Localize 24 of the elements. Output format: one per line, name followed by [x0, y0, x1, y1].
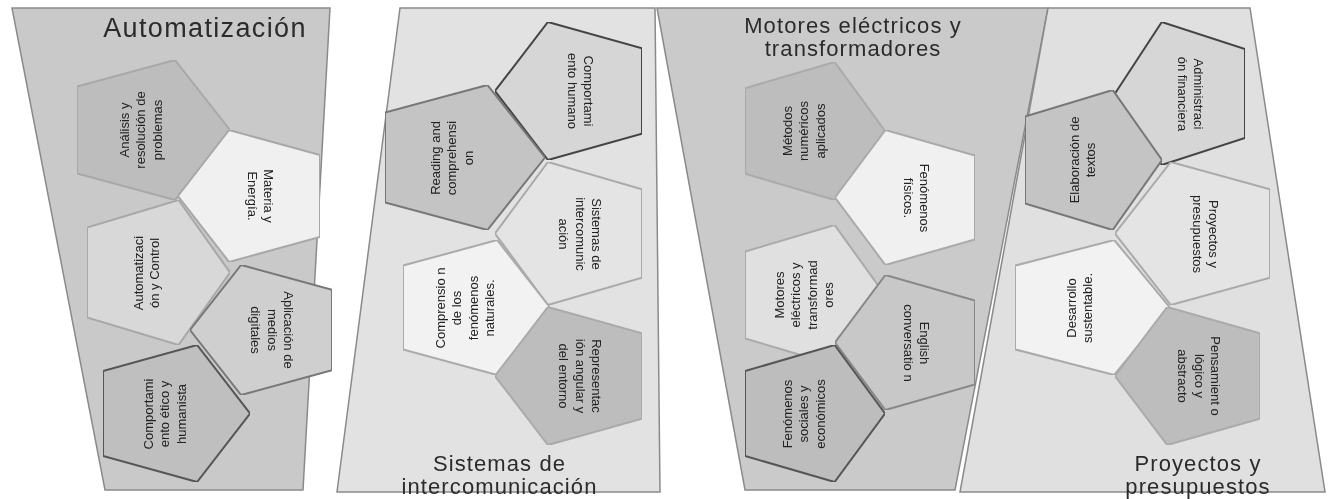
pentagon-label: Sistemas de intercomunic ación — [556, 195, 605, 273]
pentagon-label: Métodos numéricos aplicados — [779, 100, 829, 163]
pentagon-label: Fenómenos sociales y económicos — [779, 377, 828, 451]
pentagon-label: Aplicación de medios digitales — [248, 290, 297, 371]
pentagon-label: Fenómenos físicos. — [900, 162, 933, 234]
band-title: Sistemas de intercomunicación — [401, 450, 598, 499]
pentagon-label: Análisis y resolución de problemas — [116, 90, 166, 171]
band-title: Proyectos y presupuestos — [1125, 450, 1271, 499]
pentagon-label: Representac ión angular y del entorno — [556, 337, 605, 416]
pentagon-label: Elaboración de textos — [1066, 116, 1099, 204]
pentagon-label: Pensamient o lógico y abstracto — [1174, 335, 1224, 418]
pentagon-label: Comprensio n de los fenómenos naturales. — [432, 266, 497, 350]
pentagon-label: Desarrollo sustentable. — [1063, 271, 1097, 345]
pentagon-label: English conversatio n — [900, 302, 933, 384]
pentagon-label: Comportami ento humano — [564, 52, 597, 131]
band-title: Motores eléctricos y transformadores — [744, 13, 962, 62]
pentagon-label: Reading and comprehensi on — [427, 119, 477, 197]
pentagon-label: Administraci ón financiera — [1174, 55, 1207, 134]
band-title: Automatización — [103, 13, 307, 43]
pentagon-label: Comportami ento ético y humanista — [140, 377, 189, 451]
pentagon-label: Proyectos y presupuestos — [1188, 193, 1222, 275]
pentagon-label: Materia y Energía. — [244, 168, 277, 225]
pentagon-label: Automatizaci ón y Control — [130, 234, 164, 312]
pentagon-label: Motores eléctricos y transformad ores — [771, 259, 837, 332]
